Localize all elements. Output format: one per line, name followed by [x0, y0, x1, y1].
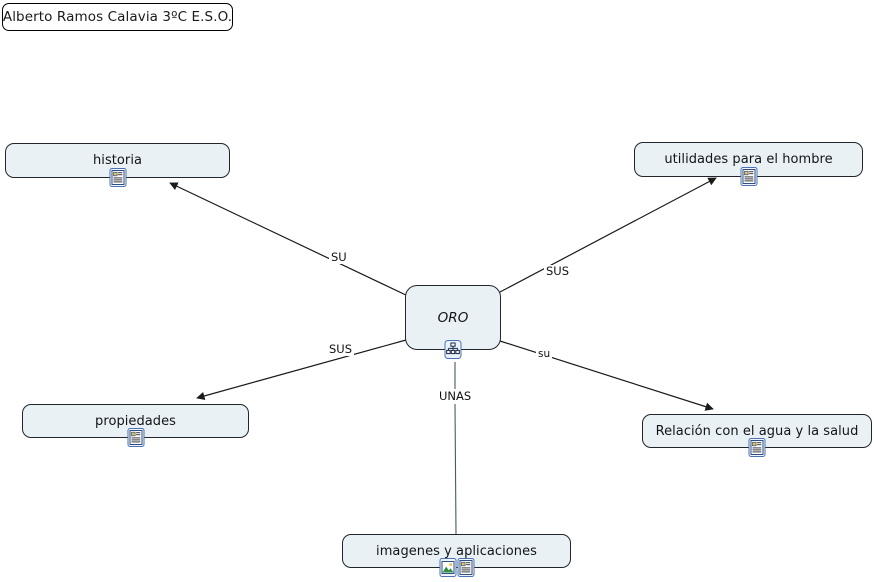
edge-label-su-relacion[interactable]: su	[536, 348, 553, 361]
author-title-text: Alberto Ramos Calavia 3ºC E.S.O.	[2, 9, 233, 25]
hierarchy-icon[interactable]	[444, 340, 462, 359]
node-label-oro: ORO	[437, 309, 469, 326]
node-oro-central[interactable]: ORO	[405, 285, 501, 359]
edge-oro-propiedades	[196, 339, 407, 401]
node-label-utilidades: utilidades para el hombre	[664, 152, 833, 167]
node-relacion-agua-salud[interactable]: Relación con el agua y la salud	[642, 414, 872, 457]
edge-label-su-historia[interactable]: SU	[329, 250, 349, 264]
node-historia[interactable]: historia	[5, 143, 230, 187]
icon-tray-imagenes	[439, 558, 474, 577]
node-label-historia: historia	[93, 153, 142, 168]
edge-label-sus-utilidades[interactable]: SUS	[544, 264, 572, 278]
node-label-relacion: Relación con el agua y la salud	[655, 423, 859, 439]
edge-oro-utilidades	[499, 177, 717, 293]
icon-tray-propiedades	[127, 428, 144, 447]
document-icon[interactable]	[457, 558, 474, 577]
author-title-box[interactable]: Alberto Ramos Calavia 3ºC E.S.O.	[2, 3, 233, 31]
edge-oro-historia	[169, 182, 409, 297]
edge-oro-relacion	[499, 340, 714, 411]
node-utilidades[interactable]: utilidades para el hombre	[634, 142, 863, 186]
icon-tray-oro	[444, 340, 462, 359]
node-imagenes-aplicaciones[interactable]: imagenes y aplicaciones	[342, 534, 571, 577]
icon-tray-utilidades	[740, 167, 757, 186]
icon-tray-historia	[109, 168, 126, 187]
document-icon[interactable]	[748, 438, 766, 457]
picture-icon[interactable]	[439, 558, 456, 577]
document-icon[interactable]	[740, 167, 757, 186]
node-label-propiedades: propiedades	[95, 413, 176, 429]
edge-oro-imagenes-lower	[454, 403, 457, 535]
edge-label-sus-propiedades[interactable]: SUS	[327, 342, 355, 356]
document-icon[interactable]	[109, 168, 126, 187]
node-propiedades[interactable]: propiedades	[22, 404, 249, 447]
edge-label-unas-imagenes[interactable]: UNAS	[437, 389, 474, 403]
document-icon[interactable]	[127, 428, 144, 447]
node-label-imagenes: imagenes y aplicaciones	[376, 543, 537, 559]
icon-tray-relacion	[748, 438, 766, 457]
